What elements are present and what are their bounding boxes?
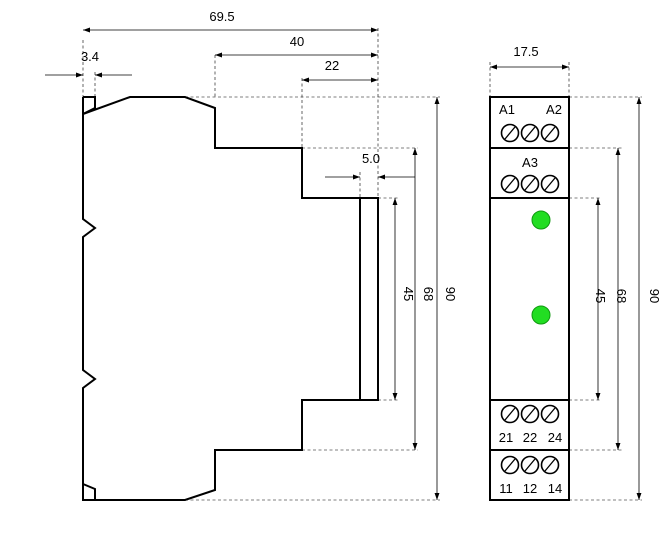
dim-label-90-front: 90 [647,289,662,303]
side-view-front-cover [359,197,379,401]
side-view: 69.5 40 22 3.4 5.0 45 68 90 [45,9,458,501]
status-led-upper [531,210,551,230]
dim-label-90-side: 90 [443,287,458,301]
terminal-row-a1-a2 [500,123,560,143]
terminal-label-11: 11 [499,481,513,496]
terminal-label-21: 21 [499,430,513,445]
terminal-label-a2: A2 [546,102,562,117]
terminal-row-21-22-24 [500,404,560,424]
front-view: A1 A2 A3 21 22 24 [489,44,662,501]
terminal-row-a3 [500,174,560,194]
terminal-label-a3: A3 [522,155,538,170]
terminal-label-14: 14 [548,481,562,496]
terminal-label-a1: A1 [499,102,515,117]
terminal-label-12: 12 [523,481,537,496]
terminal-label-24: 24 [548,430,562,445]
dim-label-45-front: 45 [593,289,608,303]
dim-label-22: 22 [325,58,339,73]
terminal-label-22: 22 [523,430,537,445]
side-view-rail-clip-bottom [82,483,96,501]
dim-label-69-5: 69.5 [209,9,234,24]
dim-label-17-5: 17.5 [513,44,538,59]
dim-label-68-front: 68 [614,289,629,303]
dim-label-40: 40 [290,34,304,49]
front-view-housing [489,96,570,501]
dim-label-5-0: 5.0 [362,151,380,166]
status-led-lower [531,305,551,325]
side-view-housing-outline [82,96,361,501]
dim-label-68-side: 68 [421,287,436,301]
dim-label-45-side: 45 [401,287,416,301]
side-view-rail-clip-top [82,96,96,115]
dim-label-3-4: 3.4 [81,49,99,64]
terminal-row-11-12-14 [500,455,560,475]
